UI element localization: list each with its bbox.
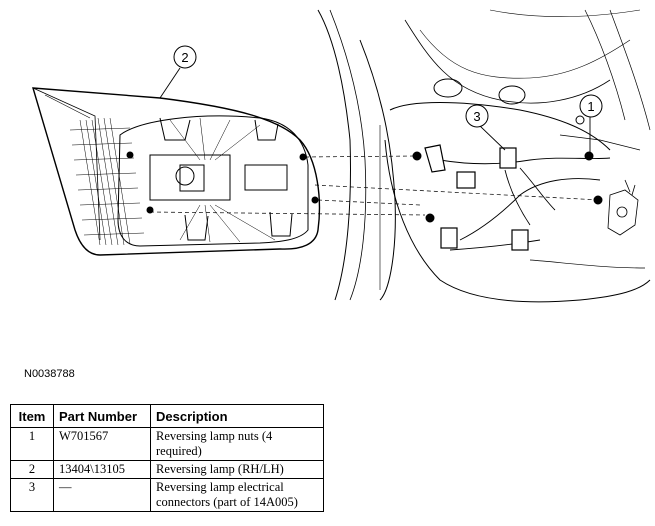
table-header-row: Item Part Number Description bbox=[10, 404, 324, 428]
row-description: Reversing lamp nuts (4 required) bbox=[150, 427, 324, 461]
callout-1: 1 bbox=[579, 94, 603, 118]
row-part-number: — bbox=[53, 478, 151, 512]
row-description: Reversing lamp electrical connectors (pa… bbox=[150, 478, 324, 512]
vehicle-body-panel bbox=[317, 9, 651, 303]
electrical-connectors bbox=[424, 144, 529, 251]
row-item: 2 bbox=[10, 460, 54, 479]
svg-text:1: 1 bbox=[587, 99, 594, 114]
svg-text:3: 3 bbox=[473, 109, 480, 124]
header-part-number: Part Number bbox=[53, 404, 151, 428]
header-description: Description bbox=[150, 404, 324, 428]
callout-2: 2 bbox=[173, 45, 197, 69]
svg-text:2: 2 bbox=[181, 50, 188, 65]
leader-lines bbox=[159, 67, 591, 152]
row-item: 1 bbox=[10, 427, 54, 461]
reversing-lamp-assembly bbox=[32, 87, 321, 256]
reversing-lamp-illustration: 2 3 1 bbox=[32, 9, 651, 303]
parts-table: Item Part Number Description 1 W701567 R… bbox=[10, 404, 324, 512]
latch-mechanism bbox=[607, 179, 639, 236]
table-row: 3 — Reversing lamp electrical connectors… bbox=[10, 478, 324, 512]
row-part-number: 13404\13105 bbox=[53, 460, 151, 479]
row-item: 3 bbox=[10, 478, 54, 512]
figure-id: N0038788 bbox=[24, 368, 75, 380]
row-part-number: W701567 bbox=[53, 427, 151, 461]
callout-3: 3 bbox=[465, 104, 489, 128]
header-item: Item bbox=[10, 404, 54, 428]
table-row: 1 W701567 Reversing lamp nuts (4 require… bbox=[10, 427, 324, 461]
reversing-lamp-nuts bbox=[412, 151, 603, 223]
table-row: 2 13404\13105 Reversing lamp (RH/LH) bbox=[10, 460, 324, 479]
alignment-lines bbox=[149, 155, 601, 216]
row-description: Reversing lamp (RH/LH) bbox=[150, 460, 324, 479]
